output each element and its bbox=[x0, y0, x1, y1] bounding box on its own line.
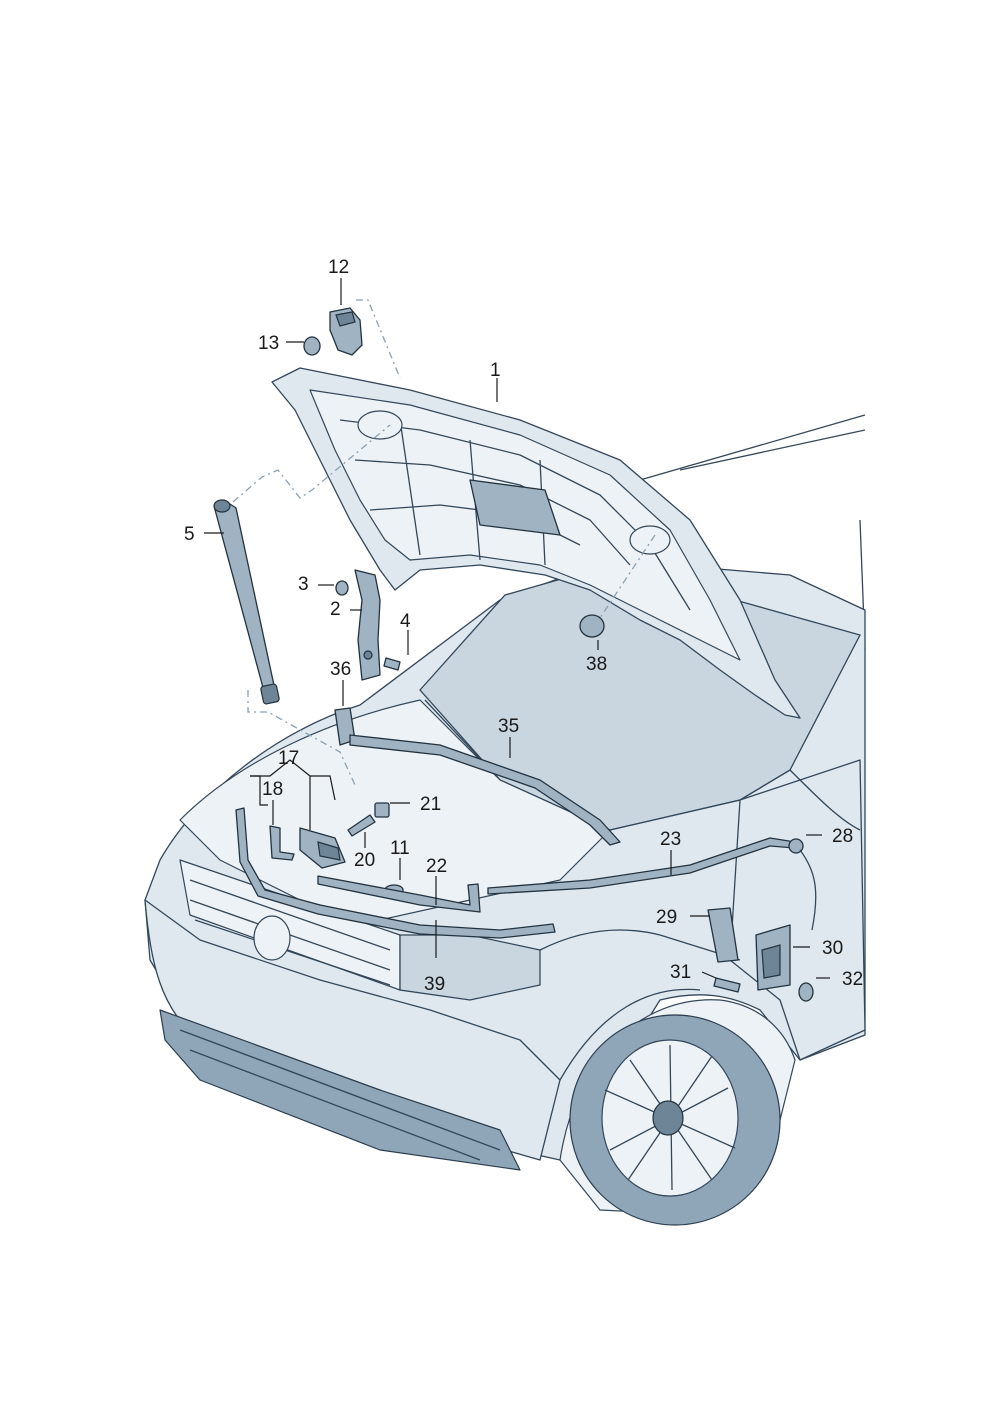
callout-12: 12 bbox=[328, 257, 349, 278]
callout-23: 23 bbox=[660, 829, 681, 850]
callout-39: 39 bbox=[424, 974, 445, 995]
callout-labels: 1 2 3 4 5 11 12 13 17 18 20 21 22 23 28 … bbox=[184, 257, 863, 995]
callout-13: 13 bbox=[258, 333, 279, 354]
callout-30: 30 bbox=[822, 938, 843, 959]
callout-20: 20 bbox=[354, 850, 375, 871]
part-12-hood-lock bbox=[329, 307, 363, 356]
callout-28: 28 bbox=[832, 826, 853, 847]
part-3-nut bbox=[335, 580, 349, 596]
callout-18: 18 bbox=[262, 779, 283, 800]
part-32-screw bbox=[798, 982, 814, 1002]
part-21-clip bbox=[374, 802, 390, 818]
callout-11: 11 bbox=[390, 838, 410, 859]
part-31-screw bbox=[713, 977, 741, 993]
callout-4: 4 bbox=[400, 611, 411, 632]
part-38-buffer bbox=[579, 614, 605, 638]
part-29-bracket bbox=[707, 907, 739, 963]
part-5-gas-strut bbox=[213, 499, 280, 705]
callout-38: 38 bbox=[586, 654, 607, 675]
callout-1: 1 bbox=[490, 360, 501, 381]
callout-31: 31 bbox=[670, 962, 691, 983]
callout-35: 35 bbox=[498, 716, 519, 737]
hood-panel bbox=[271, 367, 801, 719]
part-13-buffer bbox=[303, 336, 321, 356]
callout-2: 2 bbox=[330, 599, 341, 620]
callout-36: 36 bbox=[330, 659, 351, 680]
reference-lines bbox=[232, 299, 656, 786]
vehicle-body bbox=[144, 414, 866, 1226]
part-30-release-handle bbox=[755, 924, 791, 991]
callout-29: 29 bbox=[656, 907, 677, 928]
callout-22: 22 bbox=[426, 856, 447, 877]
part-22-release-lever bbox=[317, 875, 481, 913]
part-18-bracket bbox=[269, 825, 295, 861]
part-2-hinge bbox=[354, 569, 381, 681]
part-35-seal bbox=[349, 734, 621, 846]
callout-32: 32 bbox=[842, 969, 863, 990]
part-28-grommet bbox=[788, 838, 804, 854]
callout-3: 3 bbox=[298, 574, 309, 595]
part-20-bolt bbox=[347, 814, 376, 837]
part-39-seal-strip bbox=[235, 807, 556, 939]
leader-lines bbox=[204, 278, 830, 979]
brand-emblem bbox=[253, 915, 291, 961]
part-17-lock bbox=[299, 827, 346, 869]
part-4-bolt bbox=[383, 657, 401, 671]
callout-21: 21 bbox=[420, 794, 441, 815]
callout-5: 5 bbox=[184, 524, 195, 545]
callout-17: 17 bbox=[278, 748, 299, 769]
